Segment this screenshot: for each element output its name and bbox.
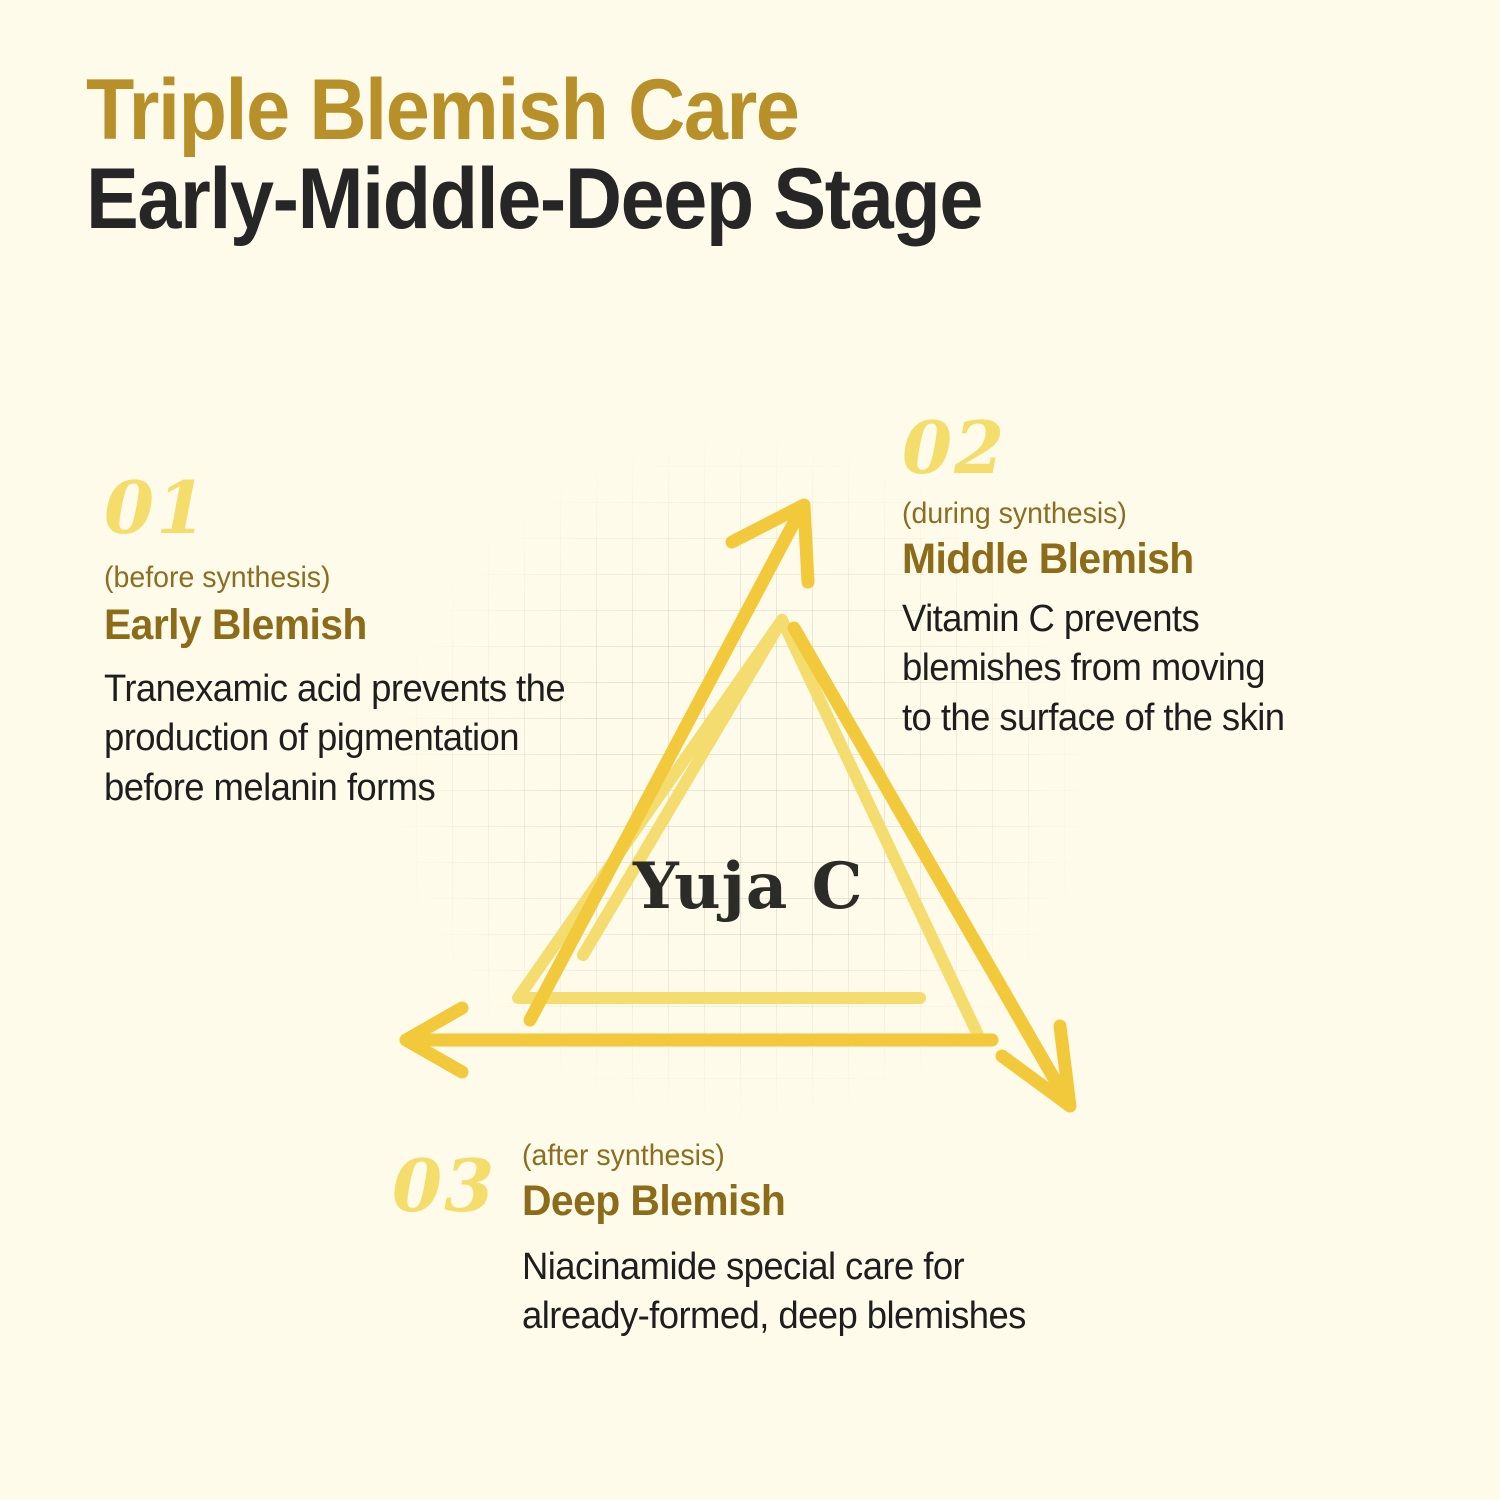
stage-body-line: to the surface of the skin — [902, 696, 1285, 739]
stage-title-03: Deep Blemish — [522, 1177, 786, 1225]
arrow-left — [399, 1001, 999, 1079]
headline-line-secondary: Early-Middle-Deep Stage — [86, 151, 983, 248]
arrow-up-right — [523, 498, 815, 1027]
stage-body-03: Niacinamide special care for already-for… — [522, 1243, 1026, 1342]
stage-body-02: Vitamin C prevents blemishes from moving… — [902, 595, 1285, 743]
stage-body-line: Tranexamic acid prevents the — [104, 667, 566, 710]
stage-block-early: 01 (before synthesis) Early Blemish Tran… — [104, 472, 584, 813]
cycle-triangle-diagram — [380, 460, 1120, 1140]
stage-subtitle-02: (during synthesis) — [902, 497, 1127, 530]
stage-body-line: production of pigmentation — [104, 717, 520, 760]
stage-block-deep: 03 (after synthesis) Deep Blemish Niacin… — [392, 1136, 1047, 1342]
stage-body-line: Vitamin C prevents — [902, 597, 1200, 640]
stage-block-middle: 02 (during synthesis) Middle Blemish Vit… — [902, 412, 1300, 743]
stage-title-01: Early Blemish — [104, 601, 367, 649]
headline-line-primary: Triple Blemish Care — [86, 62, 800, 158]
brand-label: Yuja C — [633, 849, 864, 924]
stage-body-line: Niacinamide special care for — [522, 1245, 965, 1288]
arrow-down-right — [787, 621, 1077, 1113]
stage-body-line: already-formed, deep blemishes — [522, 1295, 1027, 1338]
stage-body-line: blemishes from moving — [902, 647, 1266, 690]
stage-number-03: 03 — [392, 1143, 497, 1228]
stage-title-02: Middle Blemish — [902, 535, 1194, 583]
stage-subtitle-01: (before synthesis) — [104, 561, 331, 594]
inner-triangle-outline — [512, 614, 926, 1004]
stage-number-02: 02 — [902, 405, 1007, 490]
page-title: Triple Blemish Care Early-Middle-Deep St… — [86, 62, 1416, 248]
stage-number-01: 01 — [104, 465, 209, 550]
stage-subtitle-03: (after synthesis) — [522, 1139, 725, 1172]
stage-body-line: before melanin forms — [104, 766, 436, 809]
stage-body-01: Tranexamic acid prevents the production … — [104, 665, 566, 813]
